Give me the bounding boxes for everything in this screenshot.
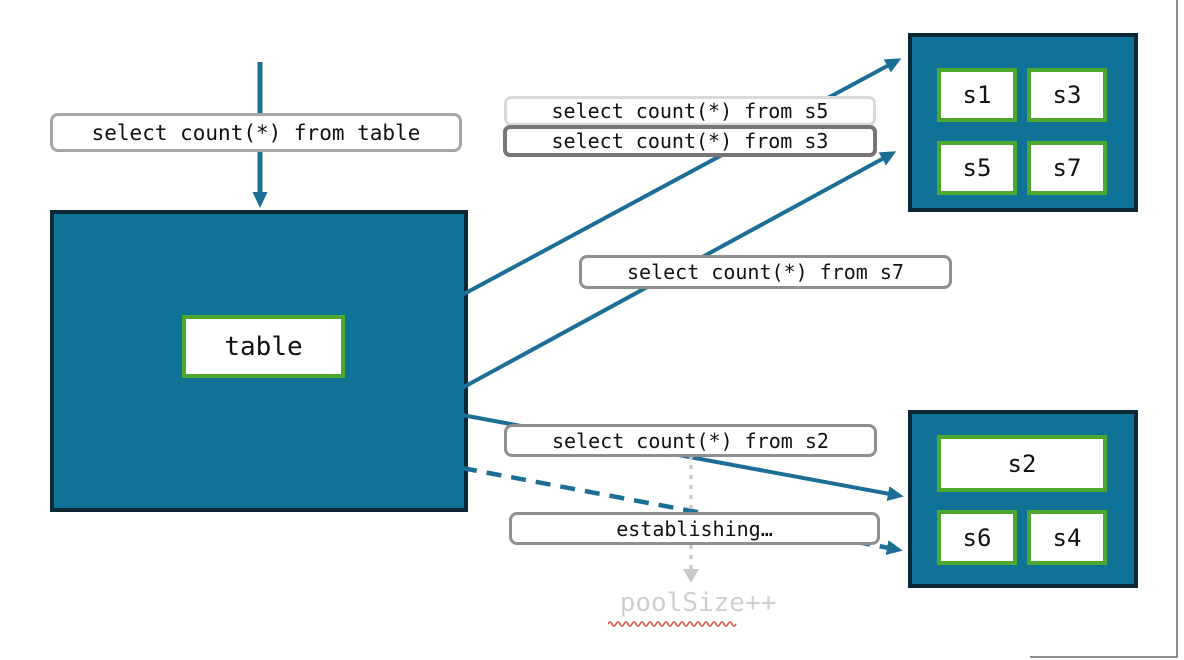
table-label-box: table (182, 315, 345, 378)
shard-s6-label: s6 (962, 523, 992, 552)
shard-s3-label: s3 (1052, 81, 1082, 109)
query-label-s3: select count(*) from s3 (503, 125, 877, 157)
query-label-s2: select count(*) from s2 (504, 424, 877, 457)
shard-s4: s4 (1027, 510, 1107, 565)
slide-edge-bottom (1030, 656, 1178, 658)
top-shard-group-box: s1 s3 s5 s7 (908, 33, 1138, 212)
bottom-shard-group-box: s2 s6 s4 (908, 410, 1138, 588)
status-label-establishing: establishing… (509, 512, 880, 545)
shard-s1-label: s1 (962, 81, 992, 109)
query-label-s5: select count(*) from s5 (504, 96, 876, 126)
query-label-table-text: select count(*) from table (91, 120, 421, 145)
shard-s5-label: s5 (962, 154, 992, 182)
status-label-establishing-text: establishing… (616, 516, 773, 541)
shard-s4-label: s4 (1052, 523, 1082, 552)
shard-s6: s6 (937, 510, 1017, 565)
shard-s2-label: s2 (1007, 449, 1037, 478)
query-label-s2-text: select count(*) from s2 (552, 428, 829, 453)
spellcheck-squiggle (608, 621, 737, 627)
query-label-s7: select count(*) from s7 (579, 255, 952, 289)
shard-s2: s2 (937, 435, 1107, 492)
shard-s3: s3 (1027, 68, 1107, 122)
query-label-s3-text: select count(*) from s3 (551, 129, 829, 153)
table-label-text: table (224, 331, 303, 362)
query-label-s5-text: select count(*) from s5 (551, 99, 829, 123)
shard-s7: s7 (1027, 141, 1107, 195)
poolsize-text: poolSize++ (619, 588, 777, 618)
table-container-box: table (50, 210, 468, 512)
shard-s1: s1 (937, 68, 1017, 122)
shard-s5: s5 (937, 141, 1017, 195)
query-label-s7-text: select count(*) from s7 (627, 260, 904, 284)
query-label-table: select count(*) from table (50, 113, 462, 152)
shard-s7-label: s7 (1052, 154, 1082, 182)
slide-edge-right (1176, 0, 1178, 657)
